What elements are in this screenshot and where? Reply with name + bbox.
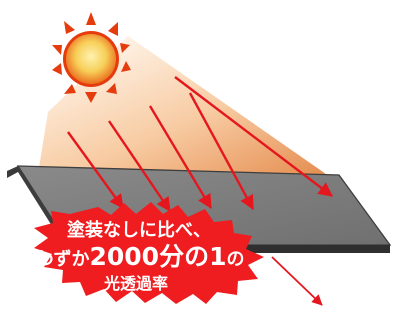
light-arrow <box>174 76 333 197</box>
transmitted-light-arrow <box>271 256 323 306</box>
sun-rays <box>52 12 131 103</box>
light-arrow <box>188 92 255 211</box>
sun-ray <box>121 61 131 72</box>
light-arrow <box>108 120 171 212</box>
light-arrow <box>67 131 124 209</box>
sun-ray <box>64 84 76 94</box>
sun-ray <box>52 45 62 55</box>
sun-ray <box>108 22 118 36</box>
light-arrow <box>148 105 213 210</box>
sun-ray <box>52 63 62 75</box>
sun-ray <box>120 43 130 53</box>
sun-core <box>66 34 116 84</box>
sun-ray <box>86 12 96 25</box>
sun-ray <box>106 83 117 94</box>
sun-ray <box>85 92 97 103</box>
incident-arrows <box>67 76 333 212</box>
callout-burst <box>34 202 264 304</box>
sun-ray <box>64 21 75 34</box>
panel-side-left <box>7 166 18 178</box>
